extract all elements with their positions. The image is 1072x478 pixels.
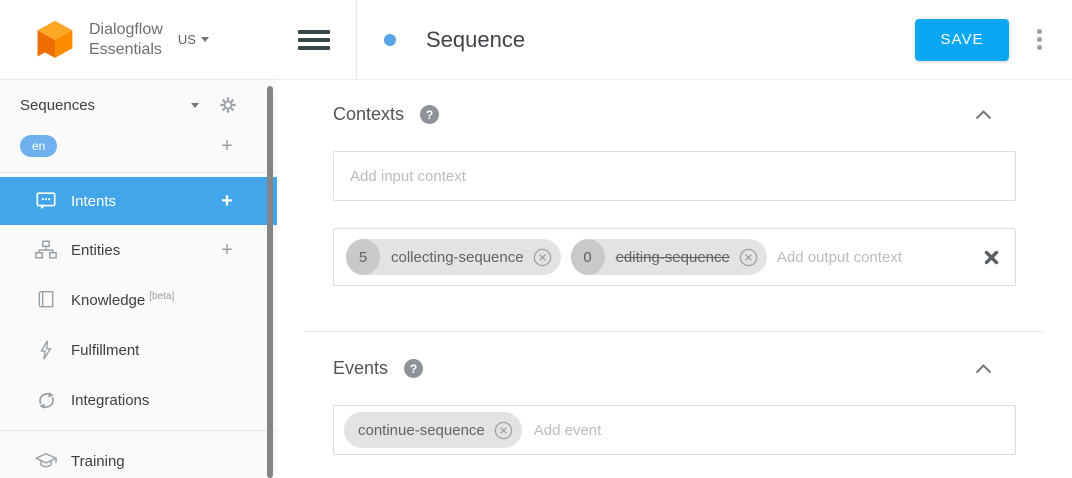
page-title: Sequence [426, 26, 526, 52]
event-name: continue-sequence [358, 421, 485, 439]
sidebar-item-fulfillment[interactable]: Fulfillment [0, 325, 277, 375]
add-language-button[interactable]: + [221, 135, 233, 157]
divider [0, 172, 277, 173]
output-context-chip: 5 collecting-sequence [346, 239, 561, 275]
divider [356, 0, 357, 79]
context-name: collecting-sequence [391, 248, 524, 266]
help-icon[interactable]: ? [404, 359, 424, 378]
agent-dropdown-icon[interactable] [191, 102, 199, 108]
intent-status-dot [384, 33, 396, 46]
region-label: US [177, 32, 196, 47]
clear-all-contexts-icon[interactable] [984, 250, 999, 265]
sidebar-item-entities[interactable]: Entities + [0, 225, 277, 275]
agent-selector[interactable]: Sequences [0, 82, 277, 128]
sidebar-item-label: Intents [71, 192, 117, 210]
output-context-input[interactable] [776, 248, 974, 266]
help-icon[interactable]: ? [420, 105, 440, 124]
sitemap-icon [35, 239, 57, 261]
main-area: Sequence SAVE Contexts ? 5 collecting-se… [277, 0, 1072, 478]
agent-settings-gear-icon[interactable] [219, 96, 237, 114]
region-selector[interactable]: US [178, 32, 209, 47]
sidebar-item-label: Knowledge[beta] [71, 291, 175, 309]
more-options-kebab-icon[interactable] [1037, 29, 1042, 50]
save-button[interactable]: SAVE [915, 18, 1009, 61]
book-icon [35, 289, 57, 311]
output-context-chip: 0 editing-sequence [570, 239, 767, 275]
input-context-field[interactable] [333, 151, 1016, 201]
dialogflow-logo-icon [33, 18, 77, 62]
divider [305, 331, 1044, 332]
sidebar-item-knowledge[interactable]: Knowledge[beta] [0, 275, 277, 325]
events-section-header: Events ? [333, 358, 1016, 379]
event-chip: continue-sequence [344, 412, 522, 448]
add-event-input[interactable] [533, 421, 999, 439]
collapse-chevron-up-icon[interactable] [975, 109, 992, 120]
add-intent-button[interactable]: + [221, 190, 233, 212]
brand-bar: Dialogflow Essentials US [0, 0, 277, 80]
contexts-title: Contexts [333, 104, 405, 124]
events-title: Events [333, 358, 389, 378]
remove-event-icon[interactable] [493, 420, 514, 441]
hamburger-menu-icon[interactable] [298, 26, 330, 54]
sidebar-item-training[interactable]: Training [0, 436, 277, 478]
graduation-cap-icon [35, 450, 57, 472]
input-context-input[interactable] [350, 167, 999, 185]
add-entity-button[interactable]: + [221, 239, 233, 261]
sidebar: Dialogflow Essentials US Sequences [0, 0, 277, 478]
sidebar-scrollbar[interactable] [267, 86, 273, 478]
context-name: editing-sequence [615, 248, 730, 266]
sidebar-item-label: Integrations [71, 391, 150, 409]
output-context-field[interactable]: 5 collecting-sequence 0 editing-sequence [333, 228, 1016, 286]
speech-bubble-icon [35, 190, 57, 212]
sidebar-item-intents[interactable]: Intents + [0, 177, 277, 225]
chevron-down-icon [200, 37, 209, 42]
sidebar-item-label: Training [71, 452, 125, 470]
sidebar-item-label: Entities [71, 241, 121, 259]
collapse-chevron-up-icon[interactable] [975, 363, 992, 374]
language-row: en + [0, 128, 277, 164]
language-badge[interactable]: en [20, 135, 58, 157]
agent-name: Sequences [20, 96, 96, 114]
sidebar-item-label: Fulfillment [71, 341, 140, 359]
toolbar: Sequence SAVE [277, 0, 1072, 80]
sync-arrows-icon [35, 389, 57, 411]
remove-context-icon[interactable] [532, 247, 553, 268]
brand-name: Dialogflow Essentials [89, 20, 163, 58]
lightning-bolt-icon [35, 339, 57, 361]
lifespan-count[interactable]: 0 [570, 239, 605, 275]
sidebar-item-integrations[interactable]: Integrations [0, 375, 277, 425]
remove-context-icon[interactable] [738, 247, 759, 268]
intent-editor: Contexts ? 5 collecting-sequence [277, 80, 1072, 455]
beta-badge: [beta] [149, 291, 175, 302]
lifespan-count[interactable]: 5 [346, 239, 380, 275]
events-field[interactable]: continue-sequence [333, 405, 1016, 455]
divider [0, 430, 277, 431]
contexts-section-header: Contexts ? [333, 104, 1016, 125]
